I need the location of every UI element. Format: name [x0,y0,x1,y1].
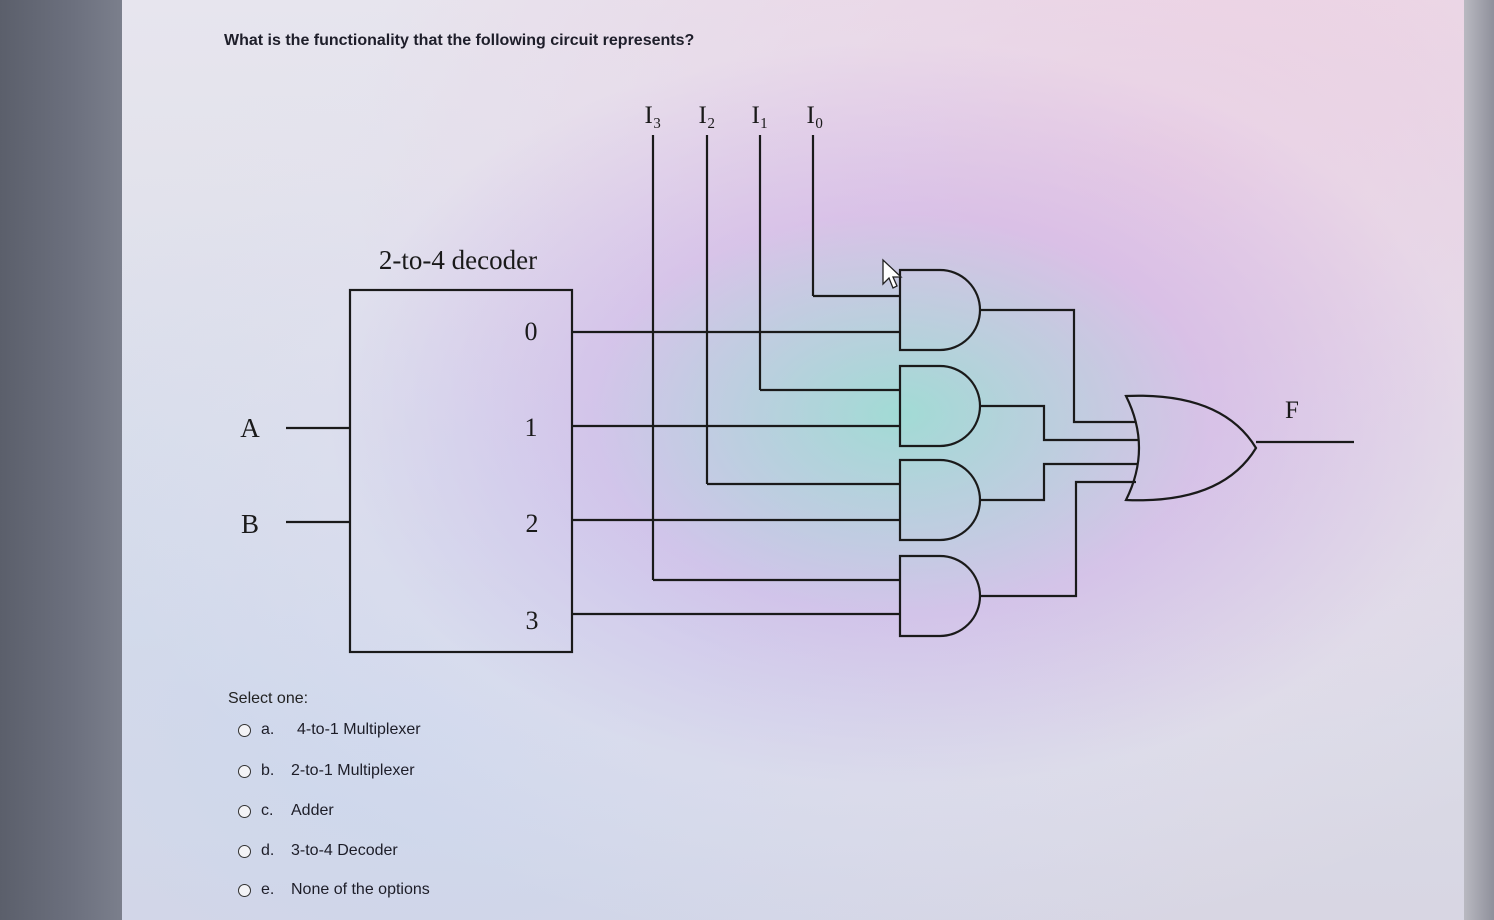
select-one-label: Select one: [228,690,309,707]
data-input-i1: I₁ [751,102,768,129]
option-letter: d. [261,842,275,859]
option-label: 2-to-1 Multiplexer [291,762,415,779]
option-letter: b. [261,762,275,779]
radio-a-icon[interactable] [238,723,251,737]
output-f-label: F [1285,397,1299,424]
mouse-cursor-icon [882,258,903,289]
and2-to-or [980,404,1138,442]
input-a-label: A [240,413,260,443]
data-input-i2: I₂ [698,102,715,129]
and-gate-1 [898,268,982,352]
option-e[interactable]: e. None of the options [238,878,430,902]
option-a[interactable]: a. 4-to-1 Multiplexer [238,718,421,742]
decoder-output-1: 1 [525,413,538,442]
and4-to-or [980,480,1136,598]
quiz-page: What is the functionality that the follo… [122,0,1464,920]
radio-d-icon[interactable] [238,844,251,858]
option-letter: e. [261,881,275,898]
monitor-bezel-left [0,0,122,920]
decoder-output-0: 0 [525,317,538,346]
radio-b-icon[interactable] [238,764,251,778]
option-b[interactable]: b. 2-to-1 Multiplexer [238,759,415,783]
and-gate-4 [898,554,982,638]
decoder-box [348,288,574,654]
question-text: What is the functionality that the follo… [224,32,695,49]
data-input-i0: I₀ [806,102,823,129]
decoder-output-3: 3 [526,606,539,635]
monitor-bezel-right [1464,0,1494,920]
option-label: Adder [291,802,334,819]
or-gate [1124,394,1258,502]
option-label: None of the options [291,881,430,898]
option-d[interactable]: d. 3-to-4 Decoder [238,839,398,863]
data-input-i3: I₃ [644,102,661,129]
and-gate-3 [898,458,982,542]
and-gate-2 [898,364,982,448]
and3-to-or [980,462,1138,502]
circuit-diagram: 2-to-4 decoder A B 0 1 2 3 I₃ I₂ I₁ I₀ F [240,102,1354,654]
option-label: 3-to-4 Decoder [291,842,398,859]
radio-e-icon[interactable] [238,883,251,897]
option-letter: c. [261,802,274,819]
radio-c-icon[interactable] [238,804,251,818]
option-c[interactable]: c. Adder [238,799,334,823]
option-letter: a. [261,721,275,738]
decoder-title: 2-to-4 decoder [379,245,537,275]
decoder-output-2: 2 [526,509,539,538]
and1-to-or [980,308,1136,424]
option-label: 4-to-1 Multiplexer [297,721,421,738]
input-b-label: B [241,509,259,539]
